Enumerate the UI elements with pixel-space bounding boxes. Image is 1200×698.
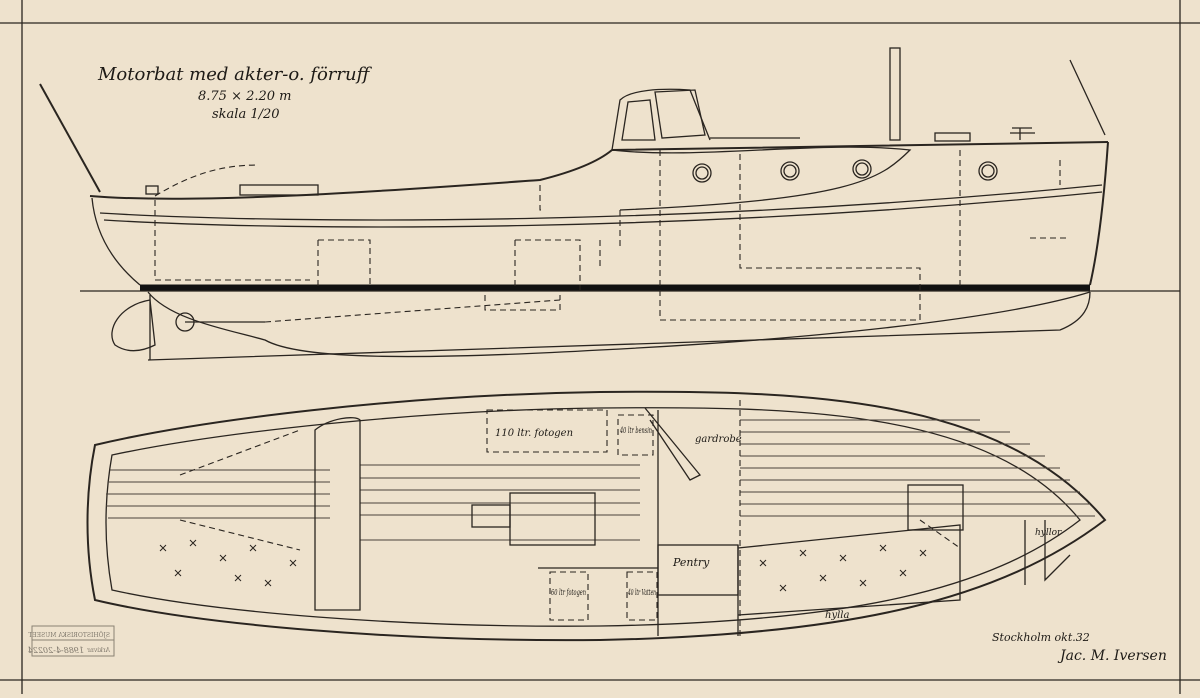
dimensions: 8.75 × 2.20 m xyxy=(198,89,292,104)
label-hyllor: hyllor xyxy=(1035,528,1062,538)
title-block: Motorbat med akter-o. förruff 8.75 × 2.2… xyxy=(97,64,373,122)
museum-stamp: SJÖHISTORISKA MUSEET Arkivnr 1988-4-2022… xyxy=(28,625,115,657)
tank-fotogen-60: 60 ltr fotogen xyxy=(549,571,589,621)
tank-vatten-40: 40 ltr Vatten xyxy=(626,571,658,621)
svg-text:60 ltr fotogen: 60 ltr fotogen xyxy=(551,588,586,597)
profile-view xyxy=(39,47,1180,361)
tank-fotogen-110: 110 ltr. fotogen xyxy=(486,409,608,453)
place-date: Stockholm okt.32 xyxy=(992,631,1090,644)
svg-text:40 ltr bensin: 40 ltr bensin xyxy=(619,426,652,435)
tank-bensin-40: 40 ltr bensin xyxy=(617,414,654,456)
drawing-title: Motorbat med akter-o. förruff xyxy=(97,64,373,85)
label-gardrobe: gardrobe xyxy=(695,434,742,445)
svg-text:SJÖHISTORISKA MUSEET: SJÖHISTORISKA MUSEET xyxy=(28,632,110,639)
plan-view: 110 ltr. fotogen 40 ltr bensin gardrobe … xyxy=(86,390,1107,642)
svg-text:110 ltr. fotogen: 110 ltr. fotogen xyxy=(495,428,573,439)
label-hylla: hylla xyxy=(825,610,849,621)
svg-text:40 ltr Vatten: 40 ltr Vatten xyxy=(627,588,656,597)
scale: skala 1/20 xyxy=(212,107,280,122)
svg-text:1988-4-20224: 1988-4-20224 xyxy=(28,646,84,655)
label-pentry: Pentry xyxy=(672,556,710,569)
signature: Jac. M. Iversen xyxy=(1057,648,1167,664)
svg-text:Arkivnr: Arkivnr xyxy=(87,647,111,654)
berth-cushion-marks xyxy=(159,539,927,592)
